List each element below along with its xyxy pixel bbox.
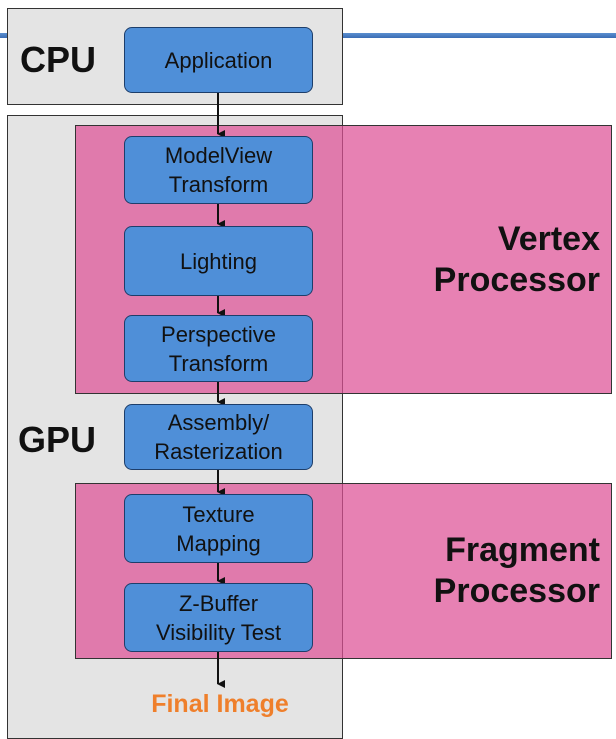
- fragment-processor-label-line2: Processor: [433, 572, 600, 610]
- stage-perspective-line2: Transform: [168, 350, 269, 376]
- fragment-processor-label-line1: Fragment: [445, 531, 600, 569]
- cpu-label: CPU: [20, 39, 97, 80]
- stage-texture-line2: Mapping: [176, 530, 261, 556]
- stage-modelview-line1: ModelView: [164, 143, 273, 168]
- gpu-label: GPU: [18, 419, 97, 460]
- vertex-processor-label-line2: Processor: [433, 261, 600, 299]
- stage-lighting: Lighting: [124, 226, 313, 296]
- stage-application: Application: [124, 27, 313, 93]
- stage-texture-line1: Texture: [182, 501, 255, 527]
- stage-texture-mapping: Texture Mapping: [124, 494, 313, 563]
- stage-zbuffer-line1: Z-Buffer: [178, 590, 259, 616]
- stage-assembly-line2: Rasterization: [154, 439, 283, 464]
- stage-perspective-transform: Perspective Transform: [124, 315, 313, 382]
- stage-assembly-rasterization: Assembly/ Rasterization: [124, 404, 313, 470]
- final-image-label: Final Image: [151, 690, 289, 718]
- vertex-processor-label-line1: Vertex: [497, 220, 600, 258]
- stage-zbuffer-line2: Visibility Test: [155, 619, 282, 645]
- stage-lighting-label: Lighting: [179, 248, 258, 274]
- stage-application-label: Application: [164, 47, 273, 73]
- stage-modelview-transform: ModelView Transform: [124, 136, 313, 204]
- fragment-processor-label: Fragment Processor: [330, 530, 600, 612]
- stage-zbuffer-visibility: Z-Buffer Visibility Test: [124, 583, 313, 652]
- stage-modelview-line2: Transform: [168, 172, 269, 197]
- vertex-processor-label: Vertex Processor: [330, 219, 600, 301]
- stage-perspective-line1: Perspective: [161, 321, 276, 347]
- stage-assembly-line1: Assembly/: [167, 410, 270, 435]
